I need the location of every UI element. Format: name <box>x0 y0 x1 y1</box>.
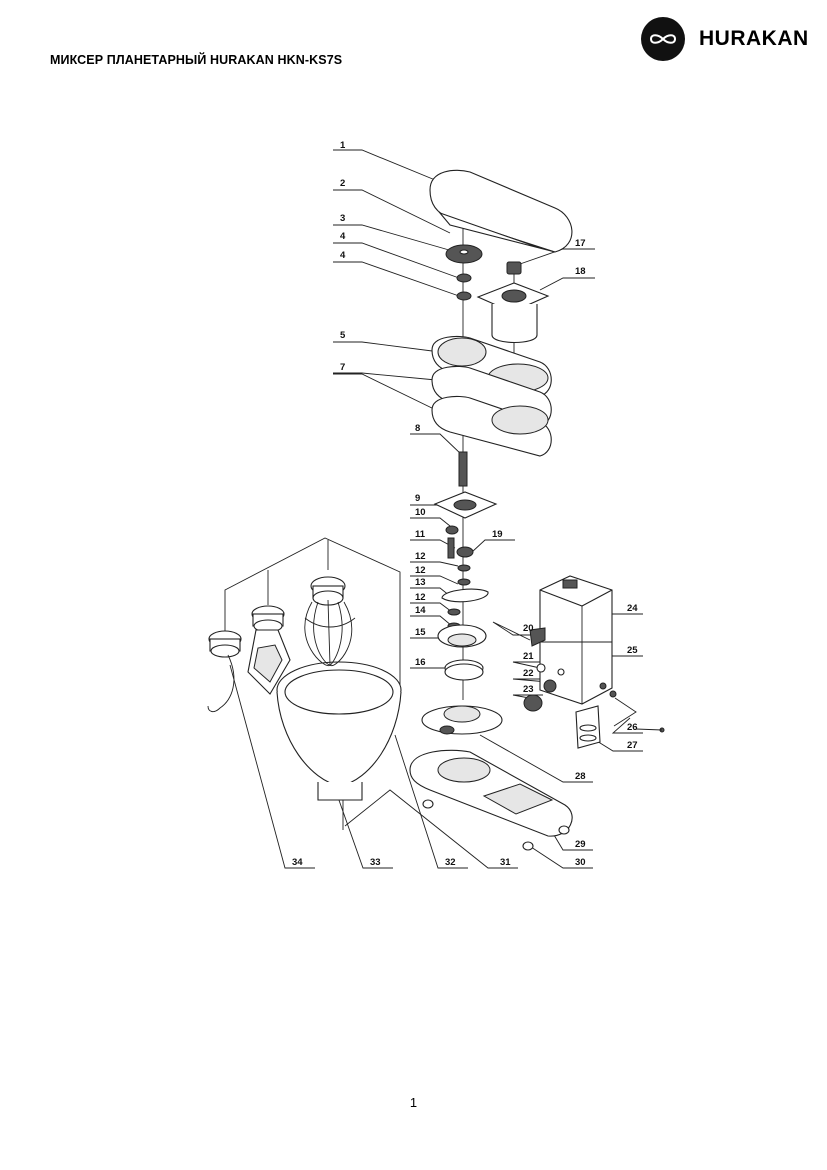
part-label: 12 <box>415 592 426 603</box>
document-title: МИКСЕР ПЛАНЕТАРНЫЙ HURAKAN HKN-KS7S <box>50 53 343 67</box>
page-number: 1 <box>409 1095 418 1110</box>
part-label: 8 <box>415 423 420 434</box>
part-label: 7 <box>340 362 345 373</box>
dough-hook <box>207 630 242 713</box>
control-box <box>523 575 613 712</box>
part-label: 18 <box>575 266 586 277</box>
part-label: 1 <box>340 140 346 151</box>
part-label: 13 <box>415 577 426 588</box>
part-label: 12 <box>415 565 426 576</box>
part-label: 4 <box>340 250 346 261</box>
part-label: 11 <box>415 529 426 540</box>
part-label: 26 <box>627 722 638 733</box>
part-label: 12 <box>415 551 426 562</box>
part-label: 29 <box>575 839 586 850</box>
brand-name: HURAKAN <box>699 27 809 50</box>
part-label: 19 <box>492 529 503 540</box>
part-label: 25 <box>627 645 638 656</box>
leader-lines <box>224 149 643 869</box>
motor <box>476 282 550 343</box>
part-label: 10 <box>415 507 426 518</box>
part-label: 14 <box>415 605 426 616</box>
part-label: 22 <box>523 668 534 679</box>
hurakan-logo-icon <box>641 17 685 61</box>
gear-assembly <box>445 244 522 301</box>
part-label: 21 <box>523 651 534 662</box>
plates <box>431 335 552 457</box>
part-label: 32 <box>445 857 456 868</box>
part-label: 3 <box>340 213 345 224</box>
part-label: 15 <box>415 627 426 638</box>
part-label: 4 <box>340 231 346 242</box>
part-label: 34 <box>292 857 303 868</box>
part-label: 30 <box>575 857 586 868</box>
part-label: 2 <box>340 178 345 189</box>
part-label: 23 <box>523 684 534 695</box>
brand-logo: HURAKAN <box>641 17 809 61</box>
part-label: 16 <box>415 657 426 668</box>
part-label: 20 <box>523 623 534 634</box>
base <box>409 705 573 851</box>
part-label: 28 <box>575 771 586 782</box>
whisk <box>304 576 356 666</box>
bowl <box>276 661 402 801</box>
part-label: 17 <box>575 238 586 249</box>
part-label: 5 <box>340 330 346 341</box>
part-label: 9 <box>415 493 420 504</box>
part-label: 33 <box>370 857 381 868</box>
beater <box>247 605 291 695</box>
part-label: 27 <box>627 740 638 751</box>
sensor-bracket <box>575 690 665 749</box>
mixer-head-cover <box>429 169 573 253</box>
part-label: 24 <box>627 603 638 614</box>
part-labels: 1 2 3 4 4 5 6 7 8 9 10 11 12 12 13 12 14… <box>292 140 638 868</box>
shaft-and-planetary-parts <box>433 451 498 681</box>
part-label: 31 <box>500 857 511 868</box>
